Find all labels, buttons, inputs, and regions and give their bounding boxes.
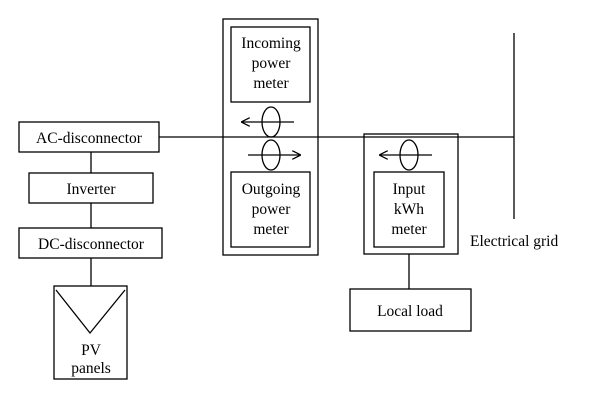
dc-disconnector-block: DC-disconnector: [18, 227, 163, 259]
pv-panel-symbol: [55, 289, 126, 335]
outgoing-meter-label-line2: power: [252, 201, 292, 218]
pv-panels-label-line1: PV: [81, 342, 102, 359]
incoming-meter-label-line1: Incoming: [241, 35, 301, 52]
incoming-meter-label-line2: power: [252, 55, 292, 72]
inverter-block: Inverter: [28, 172, 154, 204]
input-meter-label-line1: Input: [393, 181, 426, 198]
pv-panels-block: PV panels: [53, 285, 128, 380]
input-kwh-meter-block: Input kWh meter: [373, 171, 445, 248]
dc-disconnector-label: DC-disconnector: [38, 236, 145, 253]
ac-disconnector-label: AC-disconnector: [36, 130, 143, 147]
input-meter-label-line3: meter: [391, 221, 427, 238]
ac-disconnector-block: AC-disconnector: [18, 121, 160, 153]
outgoing-meter-label-line1: Outgoing: [242, 181, 301, 198]
electrical-grid-label: Electrical grid: [470, 233, 558, 250]
incoming-power-meter-block: Incoming power meter: [230, 26, 311, 103]
local-load-block: Local load: [349, 288, 472, 332]
incoming-meter-label-line3: meter: [253, 75, 289, 92]
local-load-label: Local load: [377, 303, 443, 320]
input-meter-label-line2: kWh: [394, 201, 424, 218]
outgoing-meter-label-line3: meter: [253, 221, 289, 238]
pv-panels-label-line2: panels: [71, 360, 111, 377]
inverter-label: Inverter: [66, 181, 116, 198]
outgoing-power-meter-block: Outgoing power meter: [230, 171, 311, 248]
